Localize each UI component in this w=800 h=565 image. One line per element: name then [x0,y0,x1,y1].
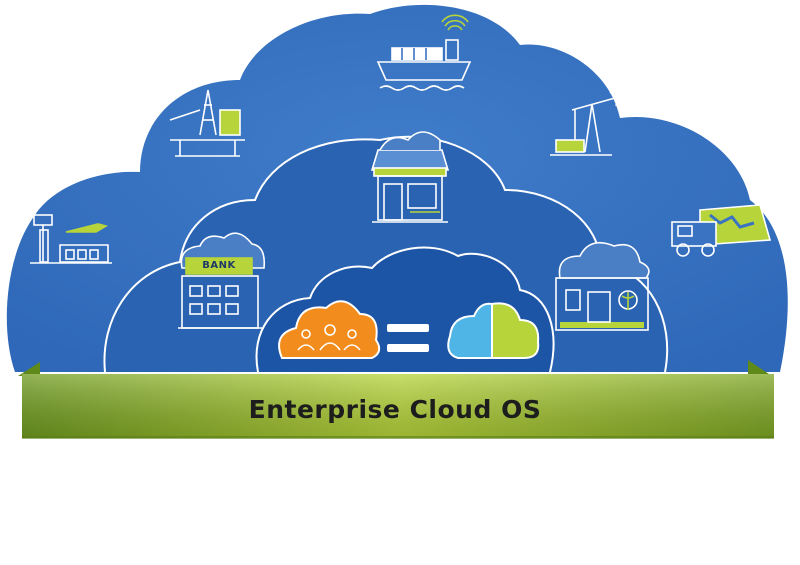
cargo-ship-icon [376,14,472,91]
banner-tabs [18,360,772,376]
hybrid-cloud-icon [447,302,540,359]
oil-pump-icon [550,91,618,156]
hospital-icon [555,241,650,331]
banner-title: Enterprise Cloud OS [248,394,542,424]
military-vehicle-icon [671,204,772,257]
airport-icon [30,214,112,264]
bank-icon [178,232,266,329]
storefront-icon [370,131,450,223]
equals-icon [387,324,429,352]
banner [22,374,774,439]
people-cloud-icon [278,300,381,359]
bank-sign-label: BANK [202,259,236,271]
oil-rig-icon [169,89,245,157]
